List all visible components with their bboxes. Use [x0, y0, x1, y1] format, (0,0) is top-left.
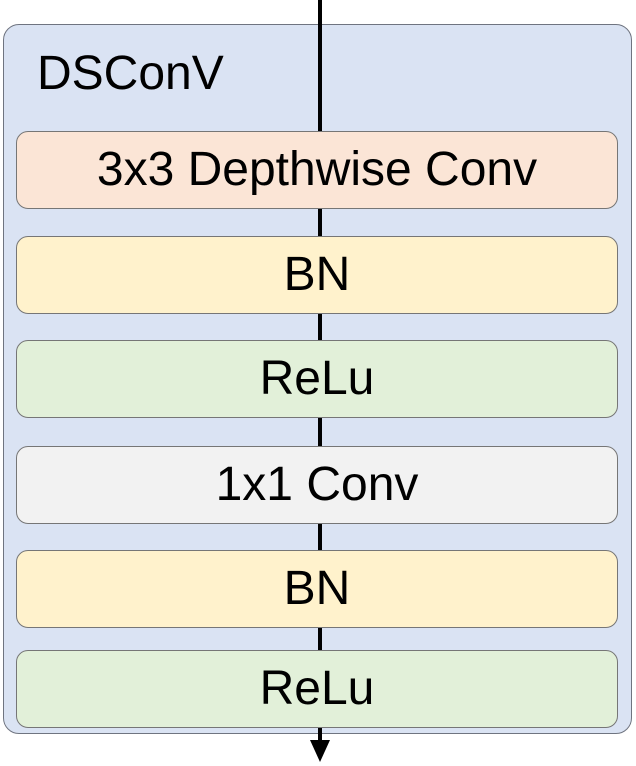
bn-block-1: BN	[16, 236, 618, 314]
relu-label-1: ReLu	[259, 352, 375, 405]
internal-flow-line	[318, 132, 322, 742]
output-arrow-icon	[310, 740, 330, 762]
pointwise-conv-block: 1x1 Conv	[16, 446, 618, 524]
bn-label-2: BN	[283, 562, 351, 615]
bn-block-2: BN	[16, 550, 618, 628]
relu-block-2: ReLu	[16, 650, 618, 728]
bn-label-1: BN	[283, 248, 351, 301]
module-title: DSConV	[37, 47, 224, 100]
relu-label-2: ReLu	[259, 662, 375, 715]
relu-block-1: ReLu	[16, 340, 618, 418]
depthwise-conv-label: 3x3 Depthwise Conv	[96, 143, 538, 196]
input-flow-line	[318, 0, 322, 132]
depthwise-conv-block: 3x3 Depthwise Conv	[16, 131, 618, 209]
pointwise-conv-label: 1x1 Conv	[215, 458, 419, 511]
